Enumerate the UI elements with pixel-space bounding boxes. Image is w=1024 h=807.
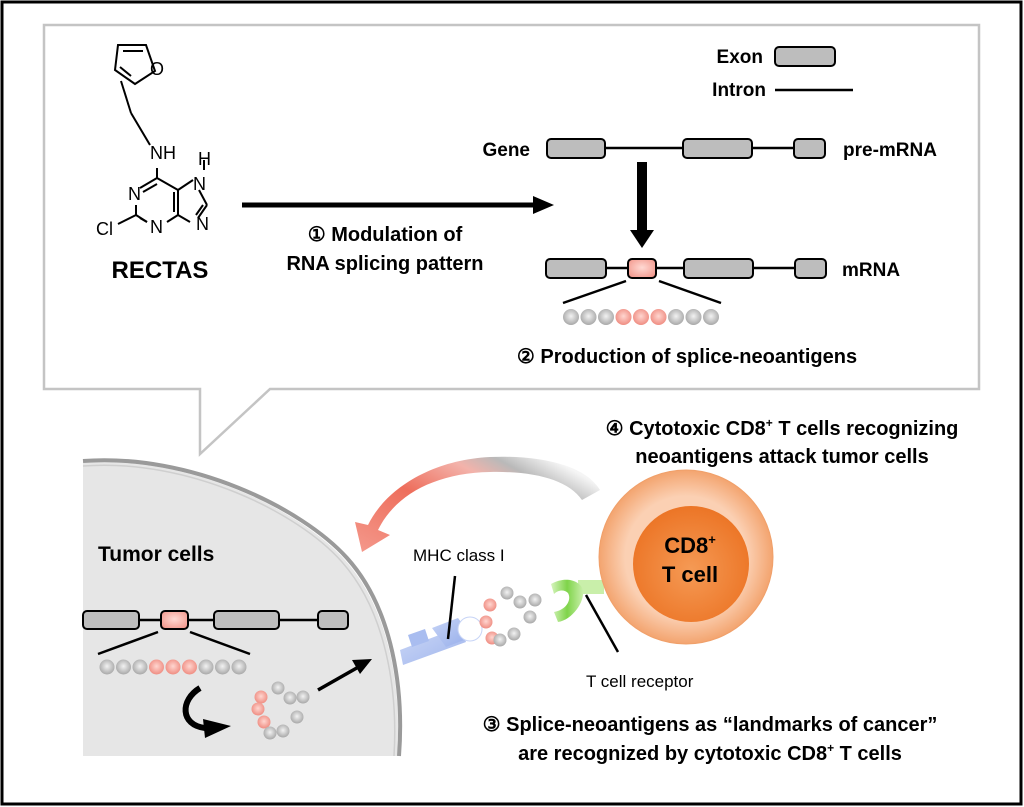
neoantigen-bead <box>254 690 268 704</box>
peptide-bead <box>598 309 614 325</box>
neoantigen-bead <box>483 598 497 612</box>
neoantigen-bead <box>165 659 181 675</box>
gene-exon-2 <box>682 138 753 159</box>
tumor-neo-exon <box>160 610 189 630</box>
transport-arrow <box>317 659 372 692</box>
splicing-arrow <box>630 162 654 248</box>
tcell-label-line2: T cell <box>662 562 718 587</box>
t-cell-receptor <box>551 579 604 622</box>
mrna-neo-exon <box>627 258 657 279</box>
mhc-label: MHC class I <box>413 546 505 565</box>
mrna-exon-3 <box>794 258 827 279</box>
mhc-leader-line <box>446 575 457 640</box>
tumor-exon-3 <box>317 610 349 630</box>
mrna-exon-2 <box>683 258 754 279</box>
step3-line1: ③ Splice-neoantigens as “landmarks of ca… <box>483 714 938 736</box>
folded-peptide <box>251 681 310 740</box>
neoantigen-bead <box>633 309 649 325</box>
gene-exon-1 <box>546 138 606 159</box>
peptide-bead <box>580 309 597 325</box>
tumor-cell <box>82 458 403 757</box>
peptide-bead <box>271 681 285 695</box>
step3-line2: are recognized by cytotoxic CD8+ T cells <box>518 741 902 765</box>
peptide-bead <box>563 309 579 325</box>
tumor-exon-1 <box>82 610 140 630</box>
peptide-bead <box>276 724 290 738</box>
furan-ring <box>113 44 157 86</box>
tumor-mrna-structure <box>82 610 349 656</box>
tcr-label: T cell receptor <box>586 672 694 691</box>
step1-line2: RNA splicing pattern <box>286 253 483 275</box>
rectas-structure <box>113 44 208 225</box>
atom-n3: N <box>150 217 163 237</box>
callout-box <box>42 23 981 457</box>
tcell-label-line1: CD8+ <box>664 532 716 558</box>
legend-intron-label: Intron <box>712 80 766 101</box>
peptide-bead <box>685 309 702 325</box>
mrna-exon-1 <box>545 258 607 279</box>
gene-label: Gene <box>482 140 530 161</box>
atom-h: H <box>198 149 211 169</box>
atom-n7: N <box>193 174 206 194</box>
neoantigen-bead <box>650 309 667 325</box>
tcr-leader-line <box>584 594 620 653</box>
peptide-bead <box>528 593 542 607</box>
modulation-arrow <box>242 196 554 214</box>
peptide-bead <box>513 595 527 609</box>
step2-text: ② Production of splice-neoantigens <box>517 346 857 368</box>
presented-peptide <box>479 586 542 647</box>
neoantigen-bead <box>479 615 493 629</box>
neoantigen-bead <box>182 659 197 675</box>
atom-o: O <box>150 59 164 79</box>
peptide-bead <box>215 659 230 675</box>
neoantigen-bead <box>615 309 632 325</box>
peptide-bead <box>500 586 514 600</box>
peptide-bead <box>493 633 507 647</box>
peptide-chain-tumor <box>99 659 247 675</box>
neoantigen-bead <box>149 659 164 675</box>
peptide-bead <box>703 309 719 325</box>
peptide-bead <box>283 691 297 705</box>
peptide-bead <box>116 659 131 675</box>
tumor-exon-2 <box>213 610 280 630</box>
cd8-t-cell <box>598 469 774 645</box>
legend-exon-swatch <box>774 46 836 67</box>
gene-structure <box>546 138 826 159</box>
mrna-structure <box>545 258 827 305</box>
peptide-bead <box>523 610 537 624</box>
step4-line2: neoantigens attack tumor cells <box>635 446 928 468</box>
pre-mrna-label: pre-mRNA <box>843 140 937 161</box>
mrna-label: mRNA <box>842 260 900 281</box>
atom-cl: Cl <box>96 219 113 239</box>
peptide-bead <box>231 659 247 675</box>
peptide-bead <box>99 659 115 675</box>
peptide-bead <box>507 627 521 641</box>
legend-exon-label: Exon <box>717 47 763 68</box>
peptide-bead <box>668 309 684 325</box>
atom-nh: NH <box>150 143 176 163</box>
peptide-bead <box>296 690 310 704</box>
neoantigen-bead <box>251 702 265 716</box>
peptide-bead <box>263 726 277 740</box>
peptide-bead <box>198 659 214 675</box>
peptide-bead <box>132 659 148 675</box>
peptide-chain-top <box>563 309 719 325</box>
gene-exon-3 <box>793 138 826 159</box>
processing-arrow-icon <box>182 685 231 738</box>
atom-n1: N <box>128 184 141 204</box>
neoantigen-bead <box>257 715 271 729</box>
step4-line1: ④ Cytotoxic CD8+ T cells recognizing <box>606 416 959 440</box>
attack-arrow <box>355 456 600 552</box>
atom-n9: N <box>196 214 209 234</box>
step1-line1: ① Modulation of <box>308 224 463 246</box>
tumor-cells-label: Tumor cells <box>98 543 214 566</box>
compound-name: RECTAS <box>112 257 209 284</box>
peptide-bead <box>290 710 304 724</box>
